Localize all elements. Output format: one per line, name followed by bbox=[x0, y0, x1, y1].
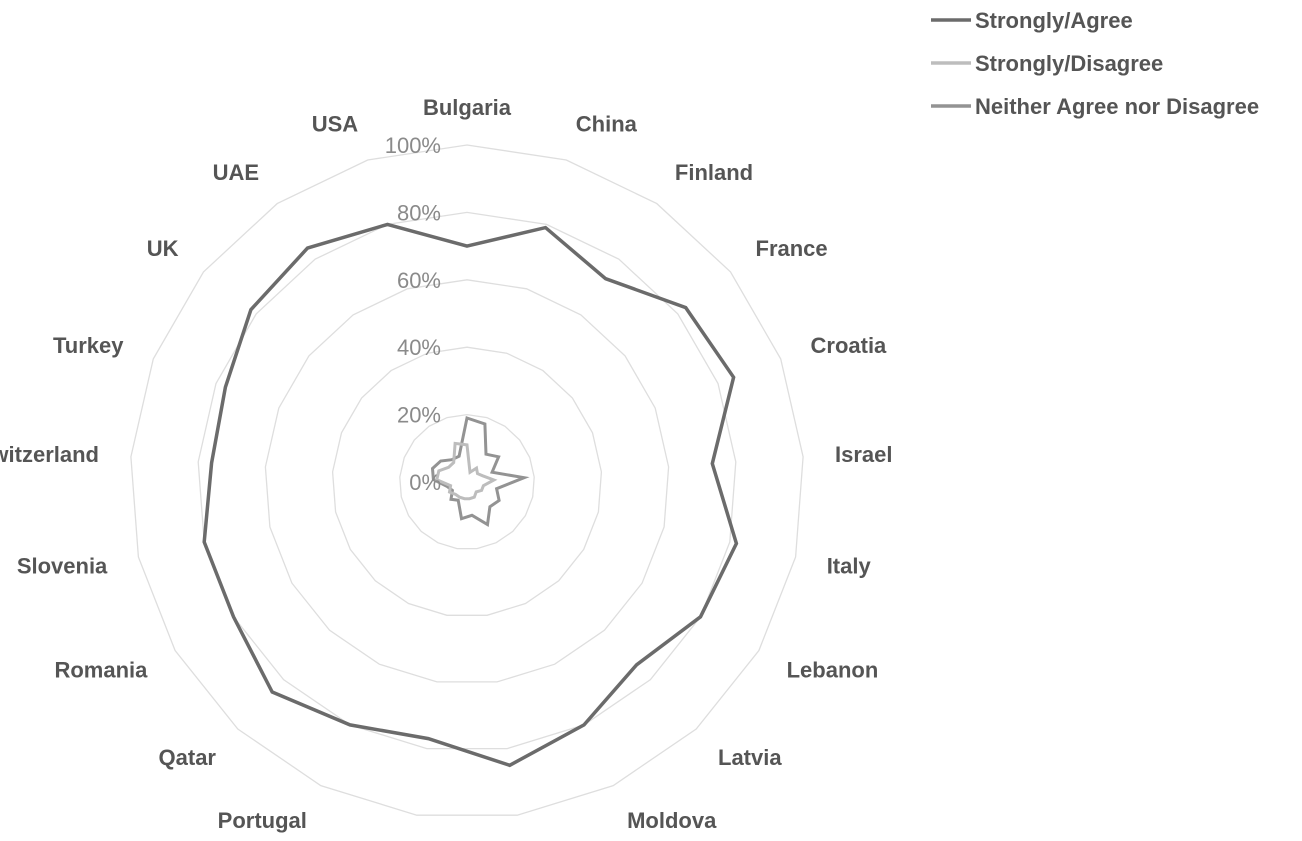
legend-label: Neither Agree nor Disagree bbox=[975, 94, 1259, 119]
category-label: Romania bbox=[54, 658, 148, 683]
radial-axis-ticks: 0% 20% 40% 60% 80% 100% bbox=[385, 133, 441, 495]
series-line-1 bbox=[435, 441, 498, 501]
category-label: China bbox=[576, 112, 638, 137]
grid-ring-5 bbox=[130, 144, 804, 816]
tick-label: 60% bbox=[397, 268, 441, 293]
radar-series bbox=[202, 222, 739, 768]
category-label: Portugal bbox=[218, 808, 307, 833]
legend-label: Strongly/Disagree bbox=[975, 51, 1163, 76]
category-label: Switzerland bbox=[0, 442, 99, 467]
category-label: Israel bbox=[835, 442, 893, 467]
tick-label: 0% bbox=[409, 470, 441, 495]
category-label: UAE bbox=[213, 160, 259, 185]
radar-grid bbox=[130, 144, 804, 816]
category-label: Lebanon bbox=[787, 658, 879, 683]
category-labels: BulgariaChinaFinlandFranceCroatiaIsraelI… bbox=[0, 95, 893, 841]
series-line-0 bbox=[202, 222, 739, 768]
series-line-2 bbox=[430, 416, 530, 527]
tick-label: 80% bbox=[397, 200, 441, 225]
tick-label: 100% bbox=[385, 133, 441, 158]
category-label: Croatia bbox=[811, 333, 888, 358]
category-label: Italy bbox=[827, 553, 872, 578]
category-label: Bulgaria bbox=[423, 95, 512, 120]
legend-label: Strongly/Agree bbox=[975, 8, 1133, 33]
tick-label: 20% bbox=[397, 403, 441, 428]
category-label: UK bbox=[147, 236, 179, 261]
category-label: France bbox=[756, 236, 828, 261]
grid-ring-3 bbox=[264, 279, 670, 683]
grid-ring-2 bbox=[331, 346, 603, 616]
tick-label: 40% bbox=[397, 335, 441, 360]
category-label: Slovenia bbox=[17, 553, 108, 578]
grid-ring-1 bbox=[399, 413, 535, 550]
grid-ring-4 bbox=[197, 211, 737, 750]
category-label: Turkey bbox=[53, 333, 124, 358]
category-label: Latvia bbox=[718, 745, 782, 770]
category-label: Moldova bbox=[627, 808, 717, 833]
category-label: USA bbox=[312, 112, 359, 137]
category-label: Qatar bbox=[159, 745, 217, 770]
category-label: Finland bbox=[675, 160, 753, 185]
